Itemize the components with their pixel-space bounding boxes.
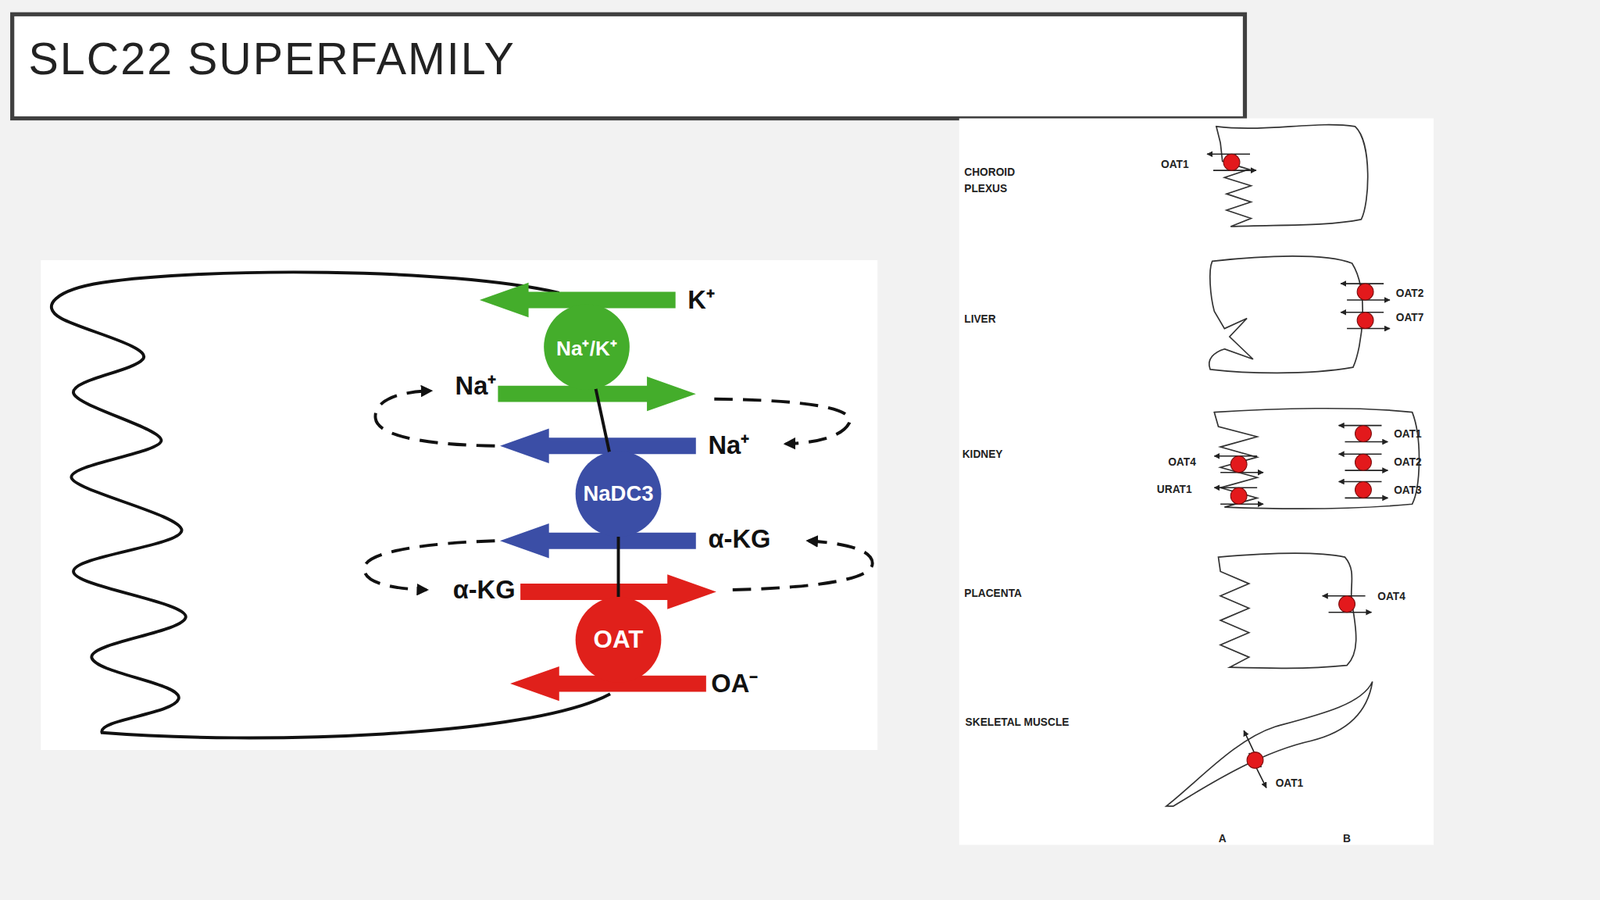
cell-outline: [51, 271, 611, 738]
transporter-label: URAT1: [1157, 482, 1193, 496]
node-label: NaDC3: [583, 481, 654, 506]
transporter-label: OAT1: [1160, 157, 1190, 171]
figure-panel: [959, 118, 1434, 846]
node-label: Na⁺/K⁺: [556, 332, 618, 361]
panel-letter: B: [1342, 831, 1351, 844]
transporter-dot: [1357, 283, 1374, 300]
transporter-label: OAT2: [1396, 286, 1425, 300]
tissue-label: PLACENTA: [964, 586, 1022, 600]
exchanger-circle: OAT: [575, 596, 662, 683]
cell-outline: [1209, 256, 1363, 374]
transporter-dot: [1355, 425, 1372, 443]
slide-title: SLC22 SUPERFAMILY: [28, 33, 516, 85]
transporter-dot: [1355, 453, 1372, 471]
cell-outline: [1166, 681, 1373, 806]
transporter-dot: [1355, 481, 1372, 498]
ion-label: K⁺: [687, 285, 715, 315]
node-label: OAT: [593, 625, 644, 655]
transporter-label: OAT7: [1396, 310, 1425, 324]
transporter-dot: [1357, 312, 1374, 329]
transporter-dot: [1230, 456, 1247, 473]
title-box: [12, 14, 1246, 118]
membrane-link: [617, 536, 621, 597]
transporter-label: OAT2: [1393, 454, 1422, 468]
transporter-dot: [1339, 596, 1356, 613]
transporter-label: OAT3: [1393, 483, 1422, 497]
cell-outline: [1214, 408, 1419, 509]
tissue-label: KIDNEY: [962, 447, 1004, 461]
transporter-dot: [1230, 487, 1247, 504]
cotransporter-circle: NaDC3: [575, 450, 662, 537]
substrate-label: OA⁻: [710, 668, 758, 699]
transporter-label: OAT1: [1275, 776, 1304, 790]
figure-panel: [40, 260, 878, 750]
panel-letter: A: [1218, 831, 1227, 844]
cell-outline: [1216, 125, 1368, 227]
ion-label: Na⁺: [707, 430, 749, 461]
ion-label: Na⁺: [455, 371, 497, 401]
tissue-label: LIVER: [964, 312, 996, 325]
tissue-label: SKELETAL MUSCLE: [965, 715, 1070, 729]
pump-circle: Na⁺/K⁺: [543, 303, 630, 390]
transporter-label: OAT4: [1377, 589, 1406, 603]
substrate-label: α-KG: [453, 575, 516, 605]
membrane-link: [596, 389, 610, 453]
transporter-dot: [1246, 752, 1264, 769]
tissue-label: CHOROID PLEXUS: [964, 163, 1025, 197]
substrate-label: α-KG: [707, 524, 771, 554]
cell-outline: [1218, 553, 1357, 668]
transporter-dot: [1223, 153, 1240, 171]
transporter-label: OAT1: [1393, 427, 1422, 440]
transporter-label: OAT4: [1167, 454, 1197, 468]
